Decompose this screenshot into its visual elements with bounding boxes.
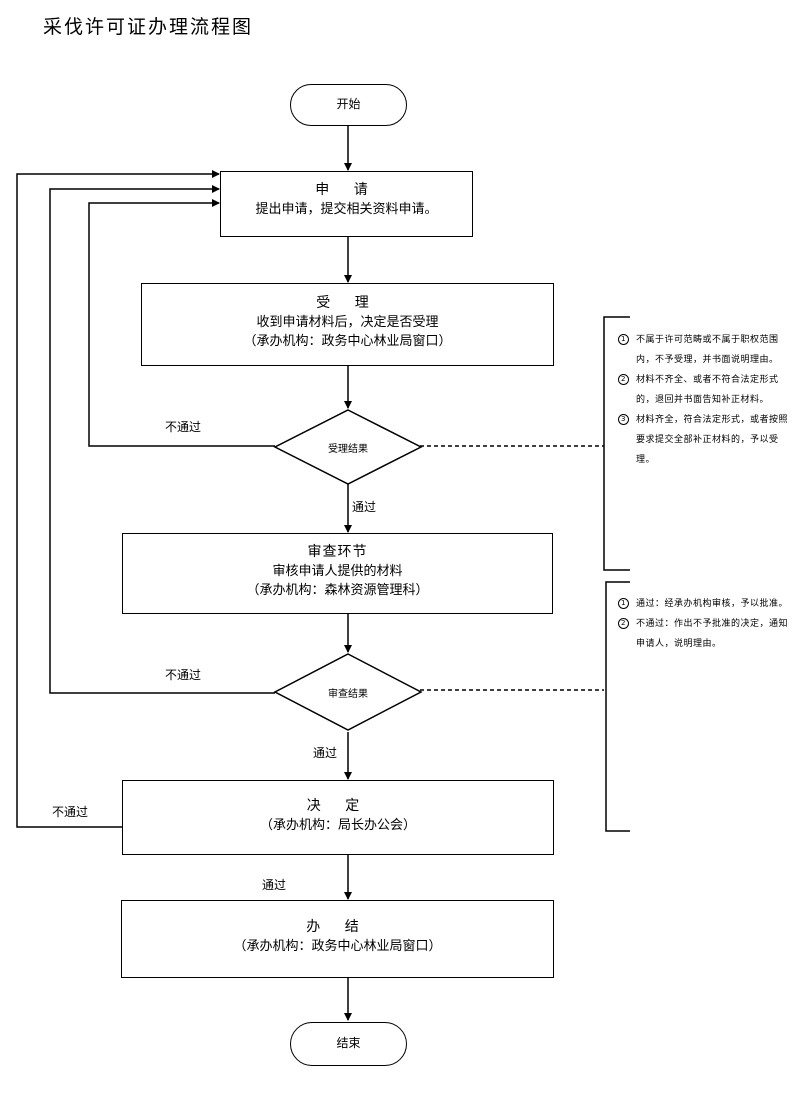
note-number-icon: 2: [618, 618, 629, 629]
end-label: 结束: [336, 1036, 361, 1050]
accept-result-diamond: [273, 409, 423, 485]
complete-title: 办 结: [306, 919, 369, 935]
review-result-diamond: [273, 653, 423, 731]
start-node: 开始: [290, 84, 407, 126]
decide-agency: （承办机构：局长办公会）: [259, 818, 416, 833]
review-result-label: 审查结果: [328, 689, 368, 700]
review-notes: 1 通过：经承办机构审核，予以批准。 2 不通过：作出不予批准的决定，通知申请人…: [618, 594, 788, 654]
apply-desc: 提出申请，提交相关资料申请。: [255, 202, 438, 217]
apply-title: 申 请: [315, 182, 378, 198]
fail-accept-label: 不通过: [165, 420, 202, 434]
accept-title: 受 理: [316, 295, 379, 311]
review-desc: 审核申请人提供的材料: [272, 564, 403, 579]
note-number-icon: 1: [618, 598, 629, 609]
pass-accept-label: 通过: [352, 500, 377, 514]
page-title: 采伐许可证办理流程图: [43, 16, 254, 38]
accept-box: 受 理 收到申请材料后，决定是否受理 （承办机构：政务中心林业局窗口）: [141, 283, 554, 366]
complete-box: 办 结 （承办机构：政务中心林业局窗口）: [121, 900, 554, 978]
review-note-item: 1 通过：经承办机构审核，予以批准。: [618, 594, 788, 614]
apply-box: 申 请 提出申请，提交相关资料申请。: [220, 171, 473, 237]
accept-result-label: 受理结果: [328, 444, 368, 455]
accept-notes: 1 不属于许可范畴或不属于职权范围内，不予受理，并书面说明理由。 2 材料不齐全…: [618, 330, 788, 470]
note-text: 通过：经承办机构审核，予以批准。: [636, 599, 789, 609]
note-text: 材料齐全，符合法定形式，或者按照要求提交全部补正材料的，予以受理。: [636, 415, 789, 465]
start-label: 开始: [336, 97, 361, 111]
note-number-icon: 3: [618, 414, 629, 425]
decide-title: 决 定: [306, 798, 370, 814]
review-box: 审查环节 审核申请人提供的材料 （承办机构：森林资源管理科）: [122, 533, 553, 614]
note-text: 不属于许可范畴或不属于职权范围内，不予受理，并书面说明理由。: [636, 335, 779, 365]
fail-decide-label: 不通过: [52, 805, 89, 819]
review-agency: （承办机构：森林资源管理科）: [246, 583, 429, 598]
review-note-item: 2 不通过：作出不予批准的决定，通知申请人，说明理由。: [618, 614, 788, 654]
decide-box: 决 定 （承办机构：局长办公会）: [122, 780, 554, 855]
note-text: 材料不齐全、或者不符合法定形式的，退回并书面告知补正材料。: [636, 375, 779, 405]
accept-note-item: 3 材料齐全，符合法定形式，或者按照要求提交全部补正材料的，予以受理。: [618, 410, 788, 470]
complete-agency: （承办机构：政务中心林业局窗口）: [233, 939, 442, 954]
end-node: 结束: [290, 1022, 407, 1066]
accept-desc: 收到申请材料后，决定是否受理: [256, 315, 439, 330]
pass-review-label: 通过: [313, 746, 338, 760]
accept-agency: （承办机构：政务中心林业局窗口）: [243, 334, 452, 349]
fail-review-label: 不通过: [165, 668, 202, 682]
accept-note-item: 1 不属于许可范畴或不属于职权范围内，不予受理，并书面说明理由。: [618, 330, 788, 370]
review-title: 审查环节: [307, 544, 368, 560]
pass-decide-label: 通过: [262, 878, 287, 892]
note-text: 不通过：作出不予批准的决定，通知申请人，说明理由。: [636, 619, 789, 649]
accept-note-item: 2 材料不齐全、或者不符合法定形式的，退回并书面告知补正材料。: [618, 370, 788, 410]
note-number-icon: 1: [618, 334, 629, 345]
note-number-icon: 2: [618, 374, 629, 385]
